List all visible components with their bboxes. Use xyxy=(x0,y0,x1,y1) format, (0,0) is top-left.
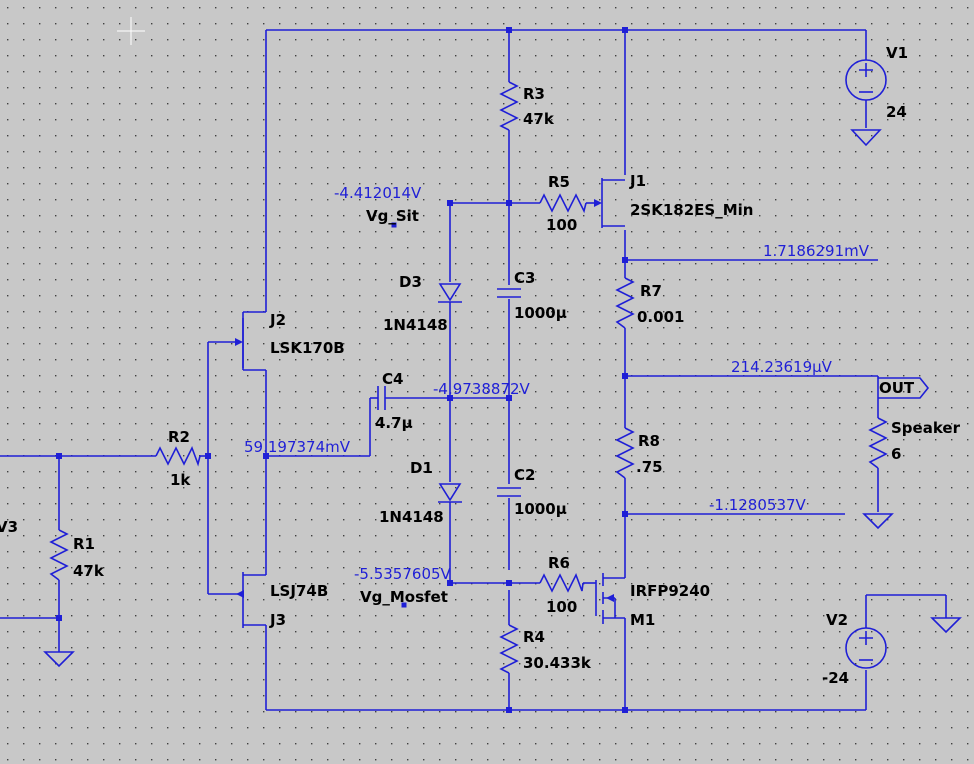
resistor-r1-icon[interactable] xyxy=(43,529,75,668)
capacitor-c3-icon[interactable] xyxy=(497,285,521,299)
crosshair-cursor-icon xyxy=(117,17,145,45)
r5-name: R5 xyxy=(548,173,570,191)
c4-value: 4.7µ xyxy=(375,414,413,432)
v2-name: V2 xyxy=(826,611,848,629)
r7-name: R7 xyxy=(640,282,662,300)
resistor-r8-icon[interactable] xyxy=(615,427,635,479)
r8-name: R8 xyxy=(638,432,660,450)
voltage-source-v1-icon[interactable] xyxy=(845,59,887,147)
resistor-r4-icon[interactable] xyxy=(499,624,519,674)
r2-value: 1k xyxy=(170,471,191,489)
r1-value: 47k xyxy=(73,562,105,580)
r8-value: .75 xyxy=(636,458,663,476)
r6-name: R6 xyxy=(548,554,570,572)
r3-name: R3 xyxy=(523,85,545,103)
v1-value: 24 xyxy=(886,103,907,121)
v3-name: V3 xyxy=(0,518,18,536)
jfet-j3-icon[interactable] xyxy=(236,572,266,628)
v2-value: -24 xyxy=(822,669,849,687)
r1-name: R1 xyxy=(73,535,95,553)
c3-name: C3 xyxy=(514,269,535,287)
d1-name: D1 xyxy=(410,459,433,477)
speaker-value: 6 xyxy=(891,445,901,463)
c4-name: C4 xyxy=(382,370,403,388)
r4-value: 30.433k xyxy=(523,654,592,672)
voltage-out-node: 214.23619µV xyxy=(731,358,833,376)
net-out-label: OUT xyxy=(879,379,915,397)
j3-name: J3 xyxy=(269,611,286,629)
d3-value: 1N4148 xyxy=(383,316,448,334)
voltage-j1-source: 1.7186291mV xyxy=(763,242,870,260)
net-vg-sit-label: Vg_Sit xyxy=(366,207,419,225)
speaker-name: Speaker xyxy=(891,419,961,437)
capacitor-c2-icon[interactable] xyxy=(497,484,521,498)
m1-name: M1 xyxy=(630,611,655,629)
r5-value: 100 xyxy=(546,216,577,234)
v1-name: V1 xyxy=(886,44,908,62)
resistor-r7-icon[interactable] xyxy=(615,277,635,329)
net-vg-mosfet-label: Vg_Mosfet xyxy=(360,588,448,606)
j3-value: LSJ74B xyxy=(270,582,328,600)
diode-d3-icon[interactable] xyxy=(438,283,462,303)
diode-d1-icon[interactable] xyxy=(438,483,462,503)
speaker-resistor-icon[interactable] xyxy=(862,417,894,530)
j1-value: 2SK182ES_Min xyxy=(630,201,753,219)
j1-name: J1 xyxy=(629,172,646,190)
resistor-r2-icon[interactable] xyxy=(155,446,201,467)
mosfet-m1-icon[interactable] xyxy=(595,573,626,628)
c2-name: C2 xyxy=(514,466,535,484)
c3-value: 1000µ xyxy=(514,304,567,322)
resistor-r5-icon[interactable] xyxy=(539,193,587,214)
r6-value: 100 xyxy=(546,598,577,616)
j2-name: J2 xyxy=(269,311,286,329)
resistor-r3-icon[interactable] xyxy=(499,81,519,131)
junctions xyxy=(56,27,628,713)
j2-value: LSK170B xyxy=(270,339,345,357)
voltage-vg-mosfet: -5.5357605V xyxy=(354,565,452,583)
component-labels: V1 24 V2 -24 V3 R3 47k R5 100 J1 2SK182E… xyxy=(0,44,961,687)
voltage-mid-node: -4.9738872V xyxy=(433,380,531,398)
r3-value: 47k xyxy=(523,110,555,128)
capacitor-c4-icon[interactable] xyxy=(377,386,386,410)
voltage-readouts: -4.412014V -4.9738872V 59.197374mV 1.718… xyxy=(244,184,870,583)
net-labels: Vg_Sit Vg_Mosfet OUT xyxy=(360,207,915,606)
jfet-j1-icon[interactable] xyxy=(594,178,625,228)
voltage-m1-source: -1.1280537V xyxy=(709,496,807,514)
r7-value: 0.001 xyxy=(637,308,684,326)
voltage-source-v2-icon[interactable] xyxy=(845,617,962,669)
r2-name: R2 xyxy=(168,428,190,446)
voltage-vg-sit: -4.412014V xyxy=(334,184,422,202)
voltage-jfet-node: 59.197374mV xyxy=(244,438,351,456)
d3-name: D3 xyxy=(399,273,422,291)
c2-value: 1000µ xyxy=(514,500,567,518)
out-port-flag xyxy=(878,377,930,399)
d1-value: 1N4148 xyxy=(379,508,444,526)
m1-value: IRFP9240 xyxy=(630,582,710,600)
resistor-r6-icon[interactable] xyxy=(539,573,584,593)
r4-name: R4 xyxy=(523,628,545,646)
jfet-j2-icon[interactable] xyxy=(235,311,266,371)
